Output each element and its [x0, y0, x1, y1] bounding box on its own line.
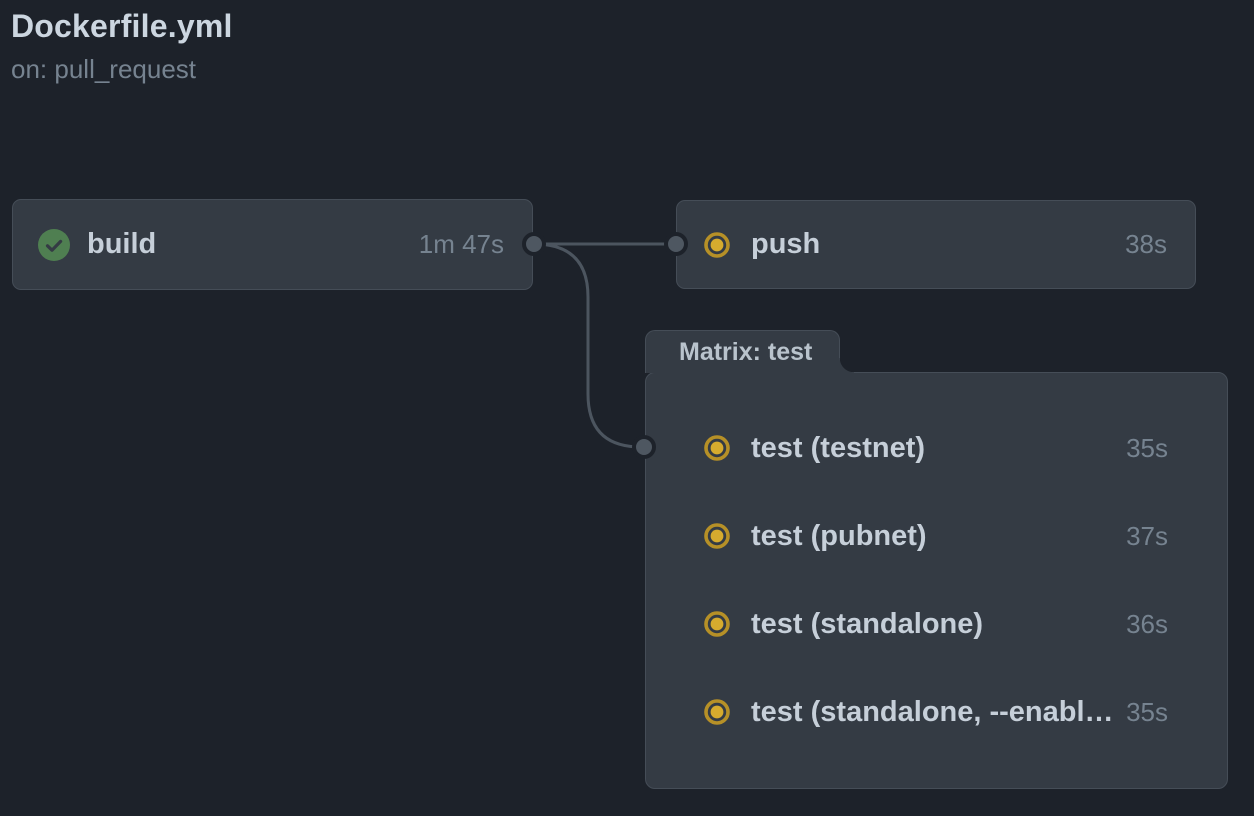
job-label: push — [751, 228, 821, 260]
job-duration: 37s — [1126, 520, 1168, 551]
matrix-group-tab: Matrix: test — [645, 330, 840, 373]
matrix-job-row-pubnet[interactable]: test (pubnet) 37s — [703, 519, 1168, 552]
workflow-title: Dockerfile.yml — [11, 8, 233, 44]
check-circle-icon — [38, 228, 70, 261]
in-progress-ring-icon — [704, 699, 730, 725]
matrix-job-row-standalone[interactable]: test (standalone) 36s — [703, 607, 1168, 640]
job-duration: 38s — [1125, 229, 1167, 259]
in-progress-ring-icon — [704, 523, 730, 549]
job-label: test (testnet) — [751, 431, 926, 464]
workflow-header: Dockerfile.yml on: pull_request — [11, 8, 233, 85]
job-label: test (pubnet) — [751, 519, 927, 552]
job-duration: 1m 47s — [418, 229, 504, 259]
in-progress-ring-icon — [704, 435, 730, 461]
job-label: test (standalone) — [751, 607, 984, 640]
job-duration: 36s — [1126, 608, 1168, 639]
matrix-job-row-testnet[interactable]: test (testnet) 35s — [703, 431, 1168, 464]
in-progress-ring-icon — [704, 231, 730, 258]
job-node-push[interactable]: push 38s — [676, 200, 1196, 289]
job-node-build[interactable]: build 1m 47s — [12, 199, 533, 290]
matrix-tab-fillet — [839, 358, 854, 373]
job-duration: 35s — [1126, 432, 1168, 463]
job-label: build — [87, 228, 157, 260]
in-progress-ring-icon — [704, 611, 730, 637]
connector-line-build-matrix — [533, 242, 642, 449]
job-duration: 35s — [1126, 696, 1168, 727]
matrix-group-body: test (testnet) 35s test (pubnet) 37s tes… — [645, 372, 1228, 789]
matrix-group-label: Matrix: test — [679, 337, 813, 366]
workflow-trigger: on: pull_request — [11, 54, 197, 84]
job-label: test (standalone, --enabl… — [751, 695, 1114, 728]
matrix-job-row-standalone-enable[interactable]: test (standalone, --enabl… 35s — [703, 695, 1168, 728]
